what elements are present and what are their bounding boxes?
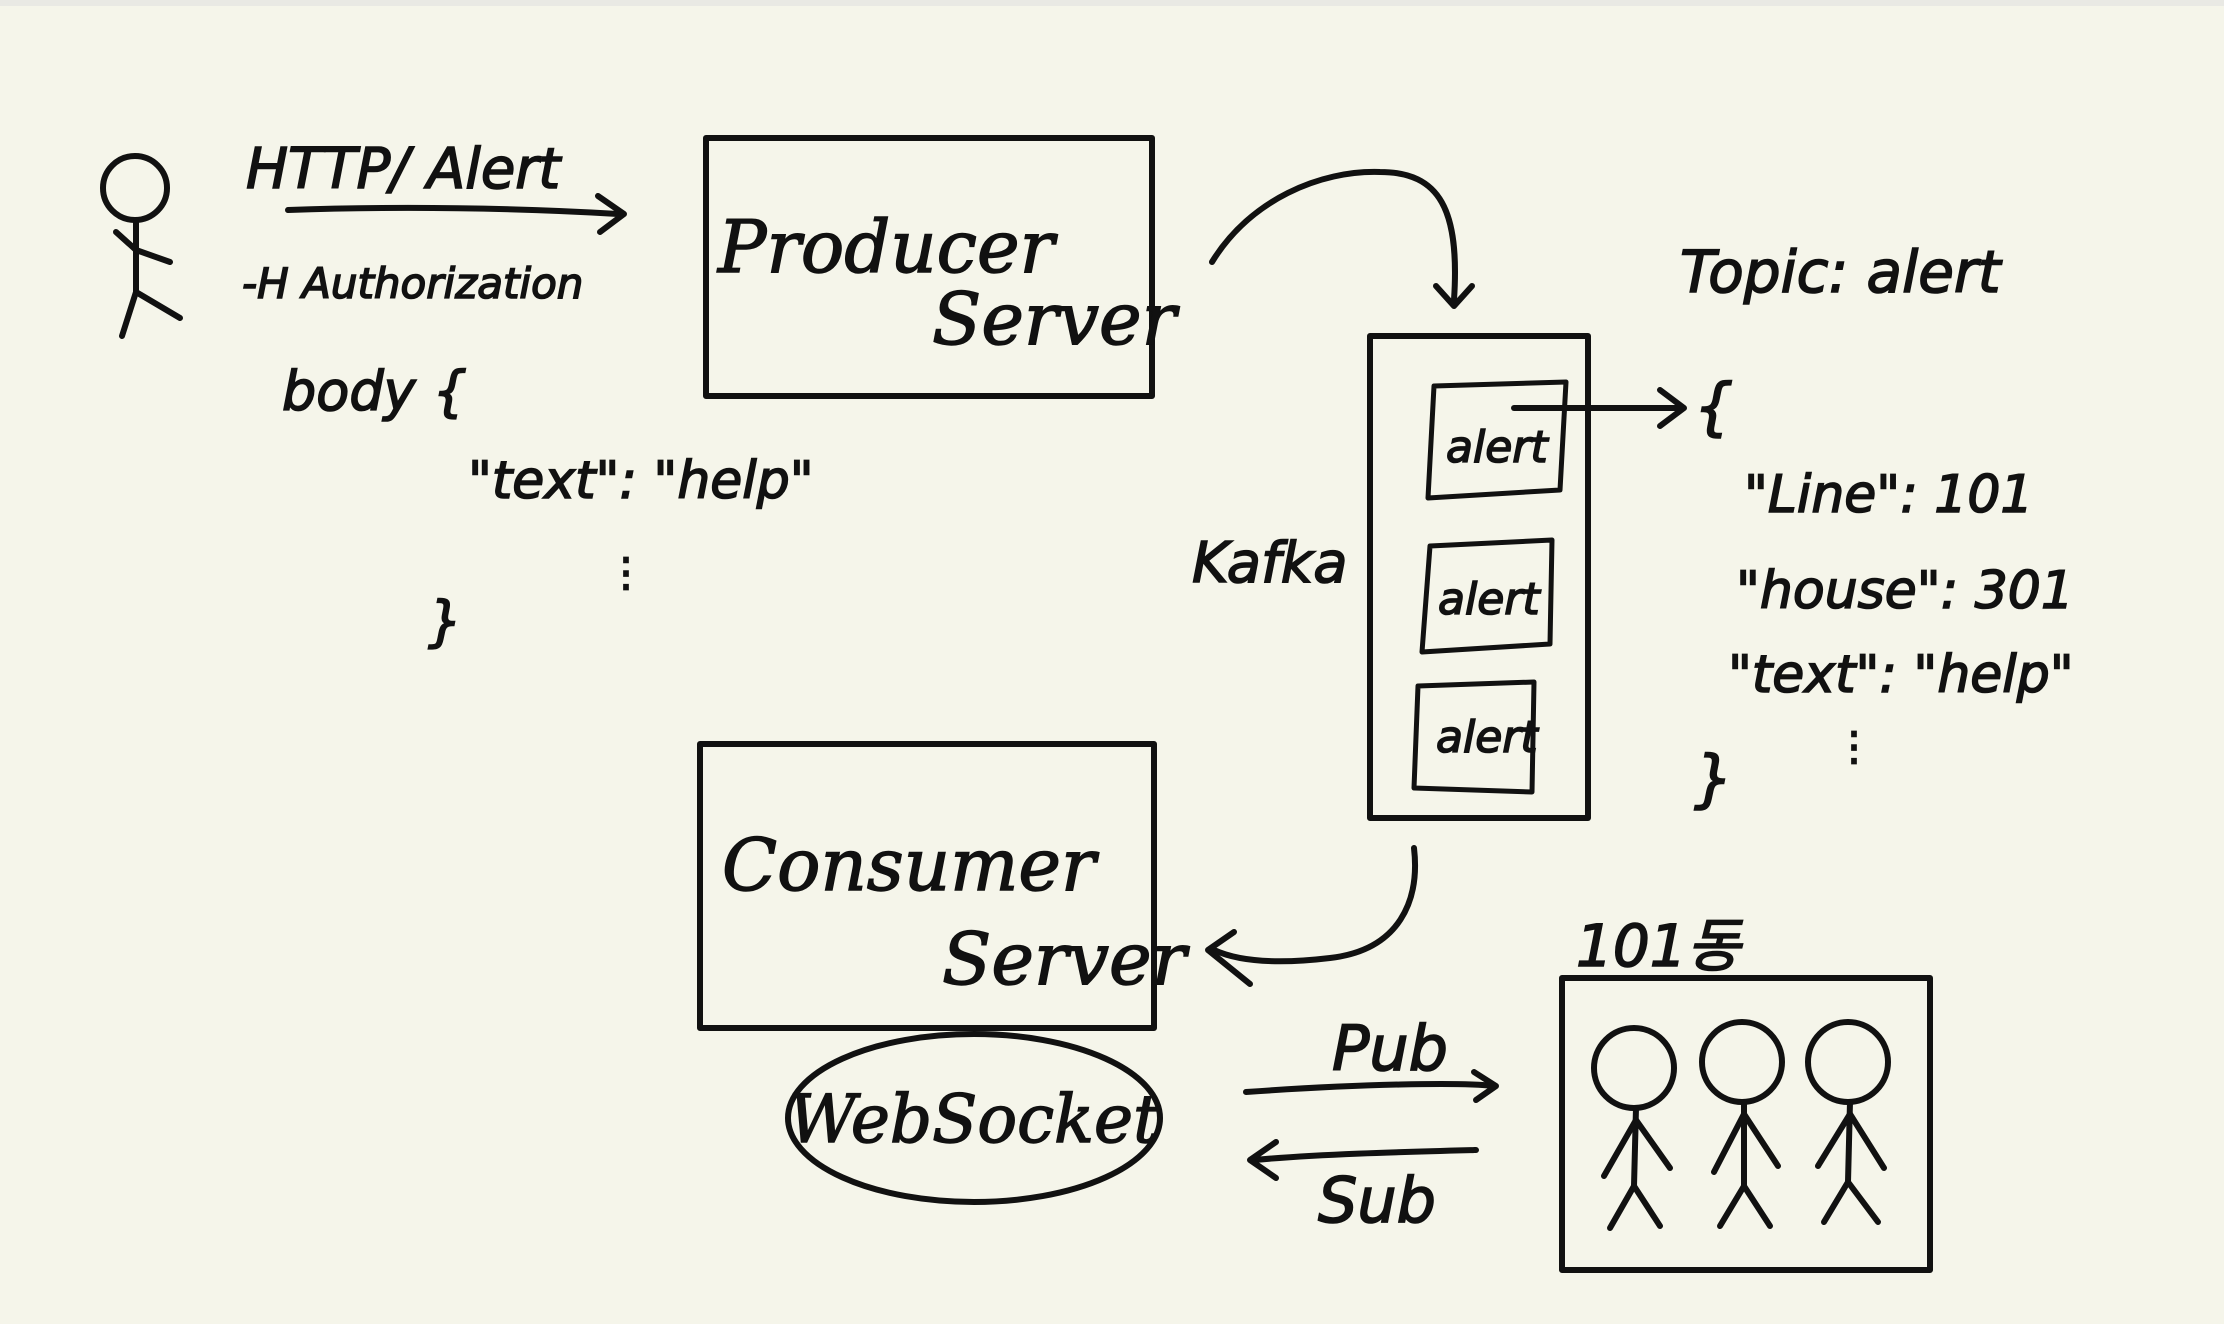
topic-label: Topic: alert <box>1680 238 2003 306</box>
topic-ellipsis: ⋮ <box>1834 724 1874 770</box>
svg-text:alert: alert <box>1436 712 1539 763</box>
websocket-label: WebSocket <box>788 1081 1160 1158</box>
producer-to-kafka-arrow <box>1209 168 1475 309</box>
kafka-label: Kafka <box>1192 531 1348 596</box>
kafka-broker: alert alert alert <box>1367 333 1591 821</box>
kafka-message-2: alert <box>1419 537 1555 655</box>
topic-payload: Topic: alert { "Line": 101 "house": 301 … <box>1679 237 2075 816</box>
topic-close: } <box>1694 742 1733 815</box>
message-to-topic-arrow <box>1511 387 1687 429</box>
sub-label: Sub <box>1318 1164 1436 1237</box>
topic-open: { <box>1694 370 1733 443</box>
body-field: "text": "help" <box>468 451 814 511</box>
producer-subtitle: Server <box>932 277 1180 361</box>
top-strip <box>0 0 2224 6</box>
kafka-to-consumer-arrow <box>1205 845 1418 987</box>
pub-label: Pub <box>1332 1012 1448 1085</box>
svg-text:alert: alert <box>1438 574 1541 625</box>
client-user-icon <box>100 153 183 339</box>
topic-field-text: "text": "help" <box>1728 645 2074 705</box>
resident-3-icon <box>1805 1019 1891 1225</box>
pub-sub-channel: Pub Sub <box>1243 1011 1499 1238</box>
building-label: 101동 <box>1576 912 1743 980</box>
consumer-title: Consumer <box>722 823 1099 907</box>
producer-title: Producer <box>716 205 1058 289</box>
resident-1-icon <box>1591 1025 1677 1231</box>
topic-field-line: "Line": 101 <box>1744 465 2034 525</box>
topic-field-house: "house": 301 <box>1736 561 2074 621</box>
request-label: HTTP/ Alert <box>246 137 562 202</box>
header-label: -H Authorization <box>242 259 583 308</box>
building <box>1559 975 1933 1273</box>
kafka-message-3: alert <box>1411 679 1540 795</box>
consumer-server: Consumer Server <box>697 741 1190 1031</box>
websocket: WebSocket <box>785 1031 1163 1205</box>
body-open: body { <box>282 360 467 423</box>
kafka-message-1: alert <box>1425 379 1569 501</box>
producer-server: Producer Server <box>703 135 1180 399</box>
resident-2-icon <box>1699 1019 1785 1229</box>
request-arrow <box>285 193 627 235</box>
body-ellipsis: ⋮ <box>606 550 646 596</box>
svg-text:alert: alert <box>1446 422 1549 473</box>
consumer-subtitle: Server <box>942 917 1190 1001</box>
body-close: } <box>428 590 462 653</box>
